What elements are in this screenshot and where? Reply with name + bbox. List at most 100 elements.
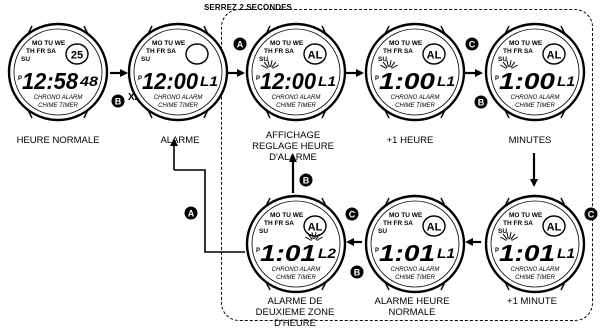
corner-value: AL — [547, 50, 562, 62]
button-a-icon: A — [233, 37, 247, 51]
day-row-1: MO TU WE — [32, 40, 66, 47]
corner-indicator — [422, 43, 446, 65]
button-letter: B — [303, 176, 310, 186]
bottom-row-1: CHRONO ALARM — [391, 267, 440, 273]
button-letter: B — [115, 97, 122, 107]
corner-indicator — [185, 43, 209, 65]
corner-value: AL — [427, 50, 442, 62]
corner-value: AL — [547, 222, 562, 234]
button-c-icon: C — [584, 207, 598, 221]
day-row-3: SU — [21, 56, 30, 63]
day-row-1: MO TU WE — [509, 212, 543, 219]
repeat-label: X2 — [128, 92, 141, 103]
bottom-row-1: CHRONO ALARM — [272, 95, 321, 101]
display-seconds: L1 — [557, 73, 575, 89]
button-letter: B — [354, 268, 361, 278]
display-time: 1:00 — [499, 68, 555, 94]
flash-rays-icon — [500, 232, 518, 241]
button-letter: C — [469, 40, 476, 50]
watch-bezel — [133, 28, 223, 116]
corner-indicator — [542, 43, 566, 65]
day-row-1: MO TU WE — [389, 212, 423, 219]
watch-bezel — [251, 200, 341, 288]
display-seconds: L1 — [437, 245, 455, 261]
corner-indicator — [303, 43, 327, 65]
bottom-row-2: CHIME TIMER — [395, 275, 435, 281]
flash-rays-icon — [500, 60, 518, 69]
watch-bezel — [490, 28, 580, 116]
display-seconds: L1 — [437, 73, 455, 89]
p-mark: P — [495, 248, 499, 254]
watch-bezel — [370, 28, 460, 116]
button-letter: A — [188, 209, 195, 219]
day-row-2: TH FR SA — [383, 48, 413, 55]
watch-bezel — [251, 28, 341, 116]
bottom-row-1: CHRONO ALARM — [154, 95, 203, 101]
caption-plus-1-heure: +1 HEURE — [386, 135, 434, 146]
p-mark: P — [138, 76, 142, 82]
watch-lugs — [384, 197, 446, 291]
display-time: 1:01 — [379, 240, 435, 266]
display-time: 1:00 — [379, 68, 435, 94]
display-time: 12:00 — [260, 68, 316, 94]
button-letter: C — [588, 210, 595, 220]
watch-lugs — [265, 25, 327, 119]
display-seconds: L1 — [200, 73, 218, 89]
day-row-3: SU — [498, 228, 507, 235]
button-c-icon: C — [345, 207, 359, 221]
watch-bezel — [490, 200, 580, 288]
day-row-2: TH FR SA — [264, 48, 294, 55]
watch-lugs — [27, 25, 89, 119]
display-time: 1:01 — [260, 240, 316, 266]
watch-lugs — [384, 25, 446, 119]
display-seconds: L2 — [318, 245, 336, 261]
flash-rays-icon — [305, 232, 323, 241]
button-b-icon: B — [350, 265, 364, 279]
p-mark: P — [18, 76, 22, 82]
bottom-row-2: CHIME TIMER — [276, 103, 316, 109]
watch-lugs — [265, 197, 327, 291]
flash-rays-icon — [261, 60, 279, 69]
watch-bezel — [370, 200, 460, 288]
corner-indicator — [542, 215, 566, 237]
display-seconds: L1 — [557, 245, 575, 261]
day-row-1: MO TU WE — [152, 40, 186, 47]
corner-value: AL — [427, 222, 442, 234]
bottom-row-2: CHIME TIMER — [38, 103, 78, 109]
display-time: 12:58 — [22, 68, 78, 94]
button-a-icon: A — [184, 206, 198, 220]
day-row-3: SU — [259, 56, 268, 63]
bottom-row-1: CHRONO ALARM — [511, 267, 560, 273]
arrow-back-path-top — [174, 169, 206, 187]
button-letter: B — [478, 98, 485, 108]
day-row-2: TH FR SA — [146, 48, 176, 55]
caption-minutes: MINUTES — [508, 135, 552, 146]
bottom-row-2: CHIME TIMER — [276, 275, 316, 281]
caption-plus-1-minute: +1 MINUTE — [507, 296, 557, 307]
bottom-row-2: CHIME TIMER — [158, 103, 198, 109]
p-mark: P — [256, 248, 260, 254]
bottom-row-1: CHRONO ALARM — [272, 267, 321, 273]
p-mark: P — [375, 76, 379, 82]
corner-indicator — [65, 43, 89, 65]
p-mark: P — [495, 76, 499, 82]
day-row-2: TH FR SA — [503, 220, 533, 227]
day-row-3: SU — [498, 56, 507, 63]
display-time: 1:01 — [499, 240, 555, 266]
bottom-row-2: CHIME TIMER — [395, 103, 435, 109]
day-row-2: TH FR SA — [383, 220, 413, 227]
day-row-1: MO TU WE — [270, 40, 304, 47]
caption-heure-normale: HEURE NORMALE — [16, 135, 100, 146]
button-letter: C — [349, 210, 356, 220]
day-row-1: MO TU WE — [509, 40, 543, 47]
bottom-row-1: CHRONO ALARM — [34, 95, 83, 101]
corner-indicator — [422, 215, 446, 237]
bottom-row-1: CHRONO ALARM — [391, 95, 440, 101]
